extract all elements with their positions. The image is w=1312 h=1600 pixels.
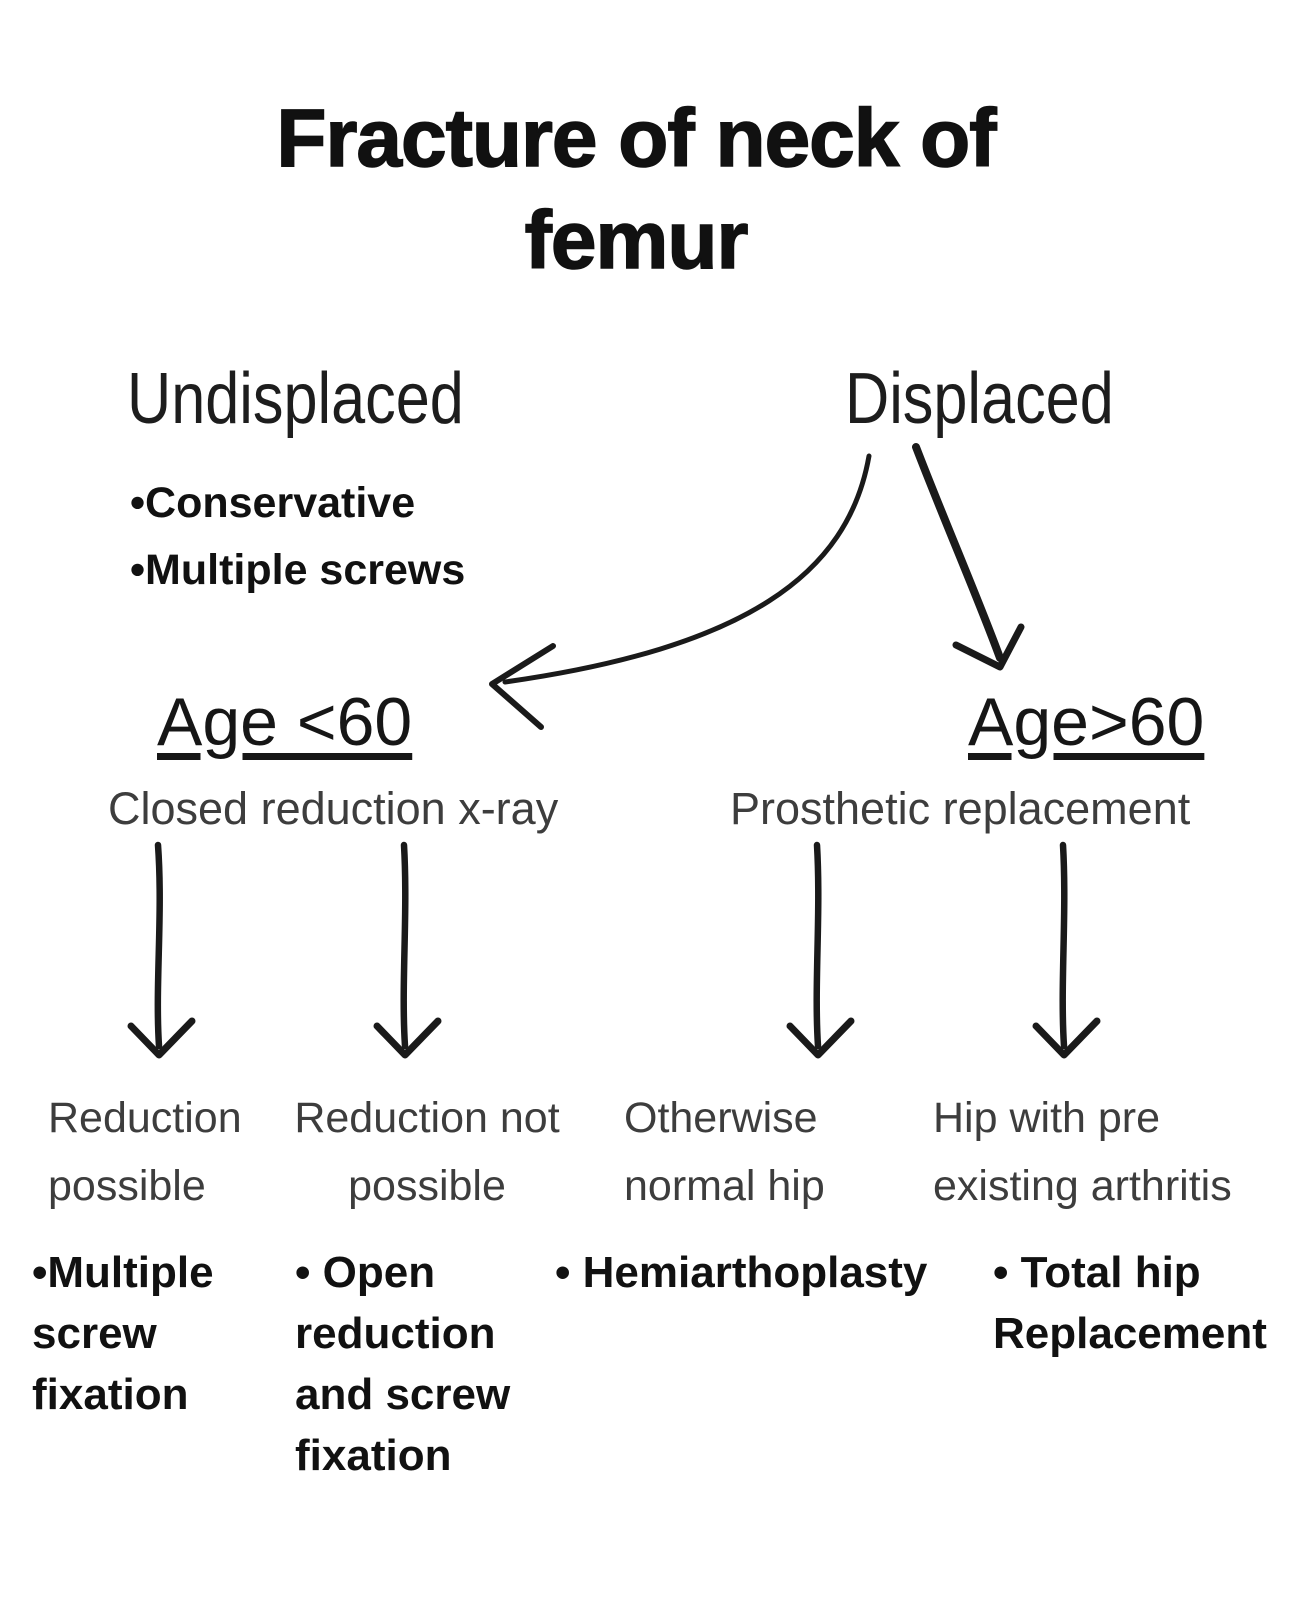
treatment-line: reduction — [295, 1309, 496, 1358]
treatment-total-hip-replacement: • Total hip Replacement — [993, 1242, 1267, 1364]
treatment-line: • Total hip — [993, 1248, 1201, 1297]
treatment-line: •Multiple — [32, 1248, 214, 1297]
age-under-60-heading: Age <60 — [157, 684, 413, 760]
condition-pre-existing-arthritis: Hip with pre existing arthritis — [933, 1084, 1232, 1220]
condition-reduction-not-possible: Reduction not possible — [282, 1084, 572, 1220]
condition-line: Reduction — [48, 1094, 242, 1142]
condition-line: existing arthritis — [933, 1162, 1232, 1210]
treatment-line: fixation — [32, 1370, 189, 1419]
undisplaced-treatment-multiple-screws: •Multiple screws — [130, 546, 466, 594]
management-closed-reduction: Closed reduction x-ray — [108, 783, 559, 834]
arrow-displaced-to-age-under-60 — [489, 453, 872, 730]
treatment-multiple-screw-fixation: •Multiple screw fixation — [32, 1242, 214, 1425]
branch-undisplaced-label: Undisplaced — [127, 359, 464, 439]
undisplaced-treatments: •Conservative •Multiple screws — [130, 470, 465, 604]
condition-line: possible — [348, 1162, 506, 1210]
arrow-closed-reduction-to-reduction-possible — [127, 841, 196, 1059]
treatment-line: • Open — [295, 1248, 436, 1297]
treatment-line: screw — [32, 1309, 157, 1358]
age-over-60-heading: Age>60 — [968, 684, 1205, 760]
page-title-line-2: femur — [524, 194, 749, 287]
arrow-prosthetic-to-pre-existing-arthritis — [1032, 841, 1101, 1059]
treatment-line: • Hemiarthoplasty — [555, 1248, 928, 1297]
condition-line: Hip with pre — [933, 1094, 1161, 1142]
arrow-closed-reduction-to-reduction-not-possible — [373, 841, 442, 1059]
condition-line: possible — [48, 1162, 206, 1210]
arrow-prosthetic-to-otherwise-normal-hip — [786, 841, 855, 1059]
condition-line: Otherwise — [624, 1094, 818, 1142]
page-title: Fracture of neck of femur — [0, 88, 1272, 292]
page-title-line-1: Fracture of neck of — [276, 92, 998, 185]
undisplaced-treatment-conservative: •Conservative — [130, 479, 416, 527]
branch-displaced-label: Displaced — [845, 359, 1114, 439]
arrow-displaced-to-age-over-60 — [912, 443, 1025, 671]
treatment-line: and screw — [295, 1370, 511, 1419]
treatment-line: fixation — [295, 1431, 452, 1480]
treatment-open-reduction-screw-fixation: • Open reduction and screw fixation — [295, 1242, 510, 1486]
management-prosthetic-replacement: Prosthetic replacement — [730, 783, 1191, 834]
treatment-hemiarthoplasty: • Hemiarthoplasty — [555, 1242, 927, 1303]
condition-line: Reduction not — [294, 1094, 560, 1142]
condition-line: normal hip — [624, 1162, 825, 1210]
treatment-line: Replacement — [993, 1309, 1267, 1358]
condition-reduction-possible: Reduction possible — [48, 1084, 242, 1220]
condition-otherwise-normal-hip: Otherwise normal hip — [624, 1084, 825, 1220]
